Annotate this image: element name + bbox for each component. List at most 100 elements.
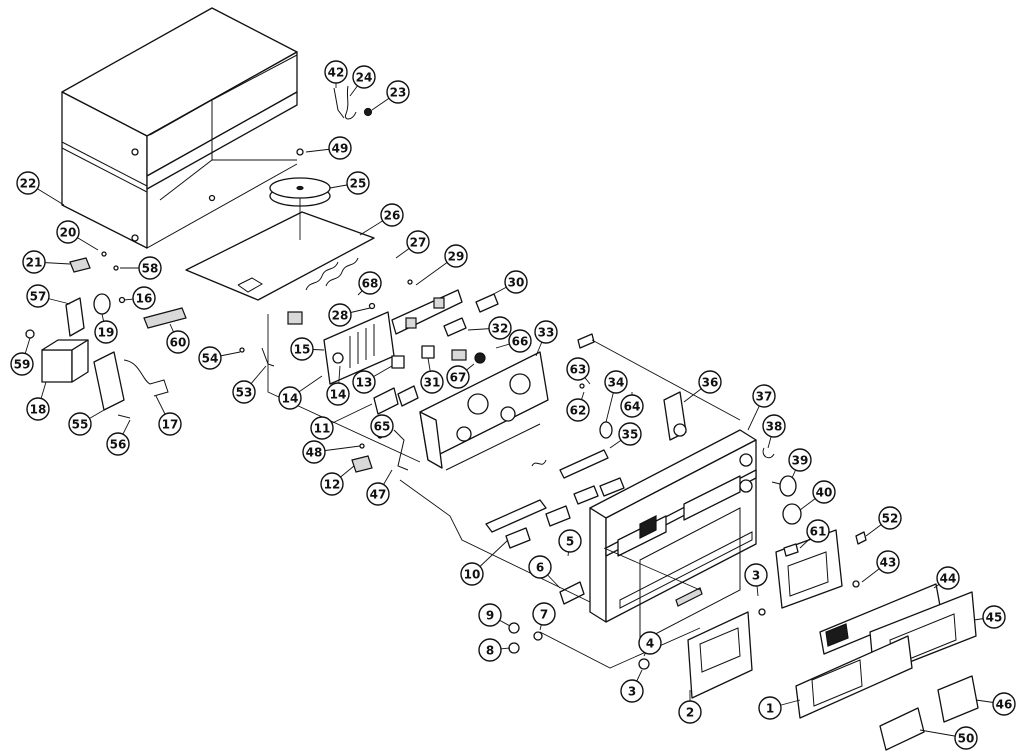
callout-label-13: 13 <box>356 376 373 390</box>
callout-label-27: 27 <box>410 236 427 250</box>
cassette-mechanism <box>419 293 549 471</box>
sub-circuit-board <box>287 279 463 385</box>
callout-6: 6 <box>528 555 561 589</box>
callout-bubble-4 <box>638 631 662 655</box>
callout-bubble-67 <box>446 365 470 389</box>
callout-bubble-14b <box>326 382 350 406</box>
spring-assembly <box>296 85 373 156</box>
callout-label-54: 54 <box>202 352 219 366</box>
callout-65: 65 <box>370 414 394 438</box>
callout-53: 53 <box>232 365 267 404</box>
callout-bubble-30 <box>504 270 528 294</box>
front-panels <box>485 499 979 751</box>
callout-27: 27 <box>395 230 430 259</box>
callout-label-62: 62 <box>570 404 587 418</box>
callout-label-60: 60 <box>170 336 187 350</box>
callout-36: 36 <box>683 370 722 403</box>
callout-label-47: 47 <box>370 488 387 502</box>
callout-bubble-22 <box>16 171 40 195</box>
callout-56: 56 <box>106 419 131 456</box>
callout-label-3a: 3 <box>752 569 760 583</box>
callout-bubble-21 <box>22 250 46 274</box>
callout-label-61: 61 <box>810 525 827 539</box>
callout-label-46: 46 <box>996 698 1013 712</box>
callout-bubble-52 <box>878 506 902 530</box>
callout-label-29: 29 <box>448 250 465 264</box>
callout-label-58: 58 <box>142 262 159 276</box>
callout-50: 50 <box>919 726 978 750</box>
callout-label-42: 42 <box>328 66 345 80</box>
callout-bubble-28 <box>328 303 352 327</box>
callout-bubble-43 <box>876 550 900 574</box>
callout-45: 45 <box>973 605 1006 629</box>
right-parts-cluster <box>531 333 741 505</box>
callout-label-20: 20 <box>60 226 77 240</box>
callout-label-48: 48 <box>306 446 323 460</box>
callout-bubble-1 <box>758 696 782 720</box>
callout-17: 17 <box>155 395 182 436</box>
callout-bubble-31 <box>420 370 444 394</box>
callout-16: 16 <box>123 286 156 310</box>
callout-33: 33 <box>534 320 558 357</box>
callout-8: 8 <box>478 638 511 662</box>
callout-52: 52 <box>865 506 902 537</box>
callout-label-25: 25 <box>350 177 367 191</box>
callout-label-24: 24 <box>356 71 373 85</box>
callout-64: 64 <box>620 392 644 418</box>
callout-bubble-19 <box>94 320 118 344</box>
callout-label-31: 31 <box>424 376 441 390</box>
left-parts-cluster <box>25 251 275 419</box>
callout-7: 7 <box>532 602 556 631</box>
callout-43: 43 <box>861 550 900 583</box>
callout-bubble-56 <box>106 432 130 456</box>
callout-35: 35 <box>609 422 642 449</box>
callout-bubble-7 <box>532 602 556 626</box>
callout-label-53: 53 <box>236 386 253 400</box>
callout-bubble-64 <box>620 394 644 418</box>
callout-label-52: 52 <box>882 512 899 526</box>
callout-13: 13 <box>352 365 393 394</box>
callout-bubble-63 <box>566 357 590 381</box>
callout-bubble-40 <box>812 480 836 504</box>
callout-11: 11 <box>310 403 373 440</box>
callout-bubble-42 <box>324 60 348 84</box>
main-circuit-board <box>185 198 375 301</box>
callout-bubble-20 <box>56 220 80 244</box>
callout-bubble-65 <box>370 414 394 438</box>
callout-label-23: 23 <box>390 86 407 100</box>
callout-23: 23 <box>371 80 410 111</box>
callout-bubble-32 <box>488 316 512 340</box>
callout-label-5: 5 <box>566 535 574 549</box>
callout-54: 54 <box>198 346 241 370</box>
callout-bubble-29 <box>444 244 468 268</box>
callout-57: 57 <box>26 284 71 308</box>
callout-label-57: 57 <box>30 290 47 304</box>
callout-label-33: 33 <box>538 326 555 340</box>
callout-bubble-54 <box>198 346 222 370</box>
front-chassis <box>589 429 757 643</box>
callout-bubble-34 <box>604 370 628 394</box>
callout-bubble-68 <box>358 271 382 295</box>
callout-bubble-9 <box>478 603 502 627</box>
callout-44: 44 <box>933 566 960 590</box>
callout-67: 67 <box>446 363 475 389</box>
callout-label-14b: 14 <box>330 388 347 402</box>
callout-bubble-33 <box>534 320 558 344</box>
callout-bubble-38 <box>762 414 786 438</box>
callout-label-22: 22 <box>20 177 37 191</box>
callout-58: 58 <box>120 256 162 280</box>
callout-bubble-10 <box>460 562 484 586</box>
callout-bubble-5 <box>558 529 582 553</box>
callout-bubble-12 <box>320 472 344 496</box>
callout-label-64: 64 <box>624 400 641 414</box>
callout-label-59: 59 <box>14 358 31 372</box>
callout-label-1: 1 <box>766 702 774 716</box>
callout-label-12: 12 <box>324 478 341 492</box>
callout-15: 15 <box>290 337 325 361</box>
callout-61: 61 <box>799 519 830 549</box>
callout-bubble-36 <box>698 370 722 394</box>
callout-label-9: 9 <box>486 609 494 623</box>
callout-label-49: 49 <box>332 142 349 156</box>
callout-39: 39 <box>788 448 812 479</box>
callout-bubble-58 <box>138 256 162 280</box>
